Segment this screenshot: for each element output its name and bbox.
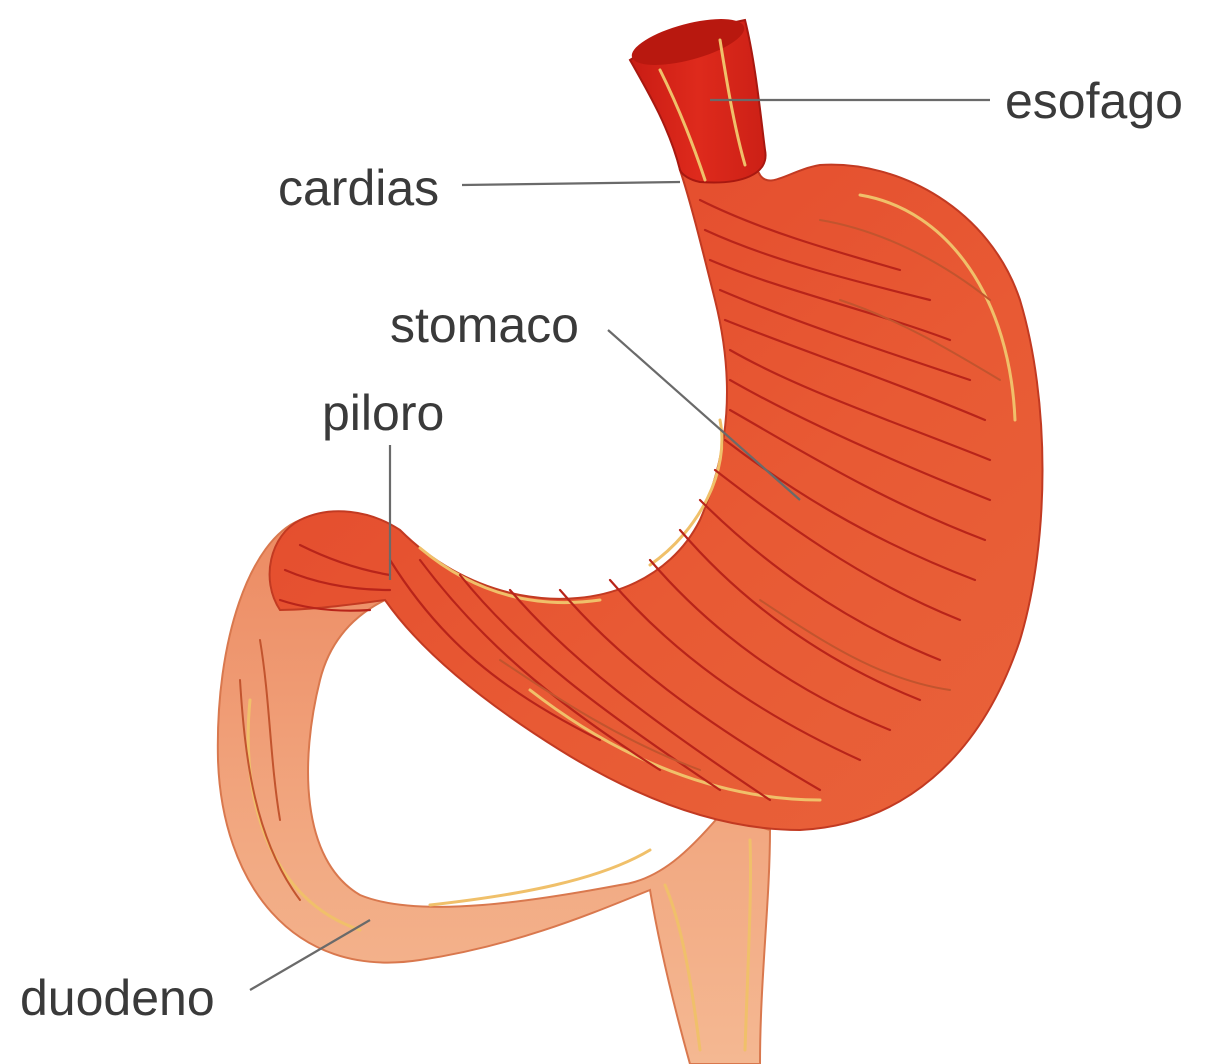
piloro-label: piloro — [322, 385, 444, 441]
stomach-body — [270, 150, 1043, 830]
cardias-label: cardias — [278, 160, 439, 216]
stomaco-label: stomaco — [390, 297, 579, 353]
cardias-leader — [462, 182, 680, 185]
esofago-label: esofago — [1005, 73, 1183, 129]
esophagus — [627, 10, 765, 183]
duodeno-label: duodeno — [20, 970, 215, 1026]
